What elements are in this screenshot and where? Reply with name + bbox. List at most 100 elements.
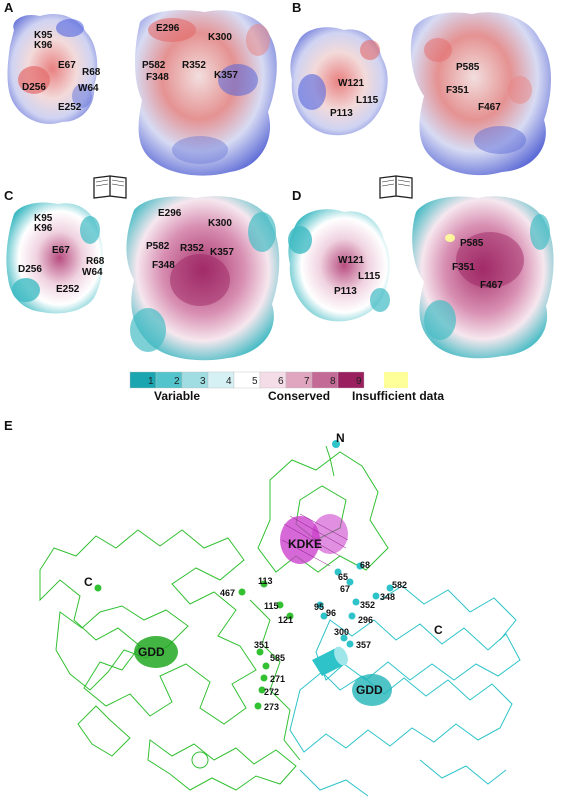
cyan-node-67 <box>346 578 354 586</box>
residue-label: P582 <box>146 241 170 252</box>
green-node-351 <box>256 648 264 656</box>
residue-label: P113 <box>330 108 353 119</box>
residue-label: W64 <box>82 267 103 278</box>
green-domain-backbone-n <box>257 445 389 573</box>
green-node-467 <box>238 588 246 596</box>
residue-label: K96 <box>34 40 53 51</box>
residue-label: R352 <box>182 60 206 71</box>
legend-swatch-9 <box>337 371 365 389</box>
panel-d-letter: D <box>292 188 301 203</box>
green-residue-nodes: 467 113 115 121 351 585 271 272 273 <box>220 576 294 712</box>
panel-a-left-surface <box>7 13 98 124</box>
panel-c-right-surface <box>126 196 280 361</box>
residue-label: E296 <box>158 208 182 219</box>
residue-label: D256 <box>22 82 46 93</box>
c-terminus-left-marker <box>94 584 102 592</box>
residue-label: K95 <box>34 213 53 224</box>
panel-b-letter: B <box>292 0 301 15</box>
node-label: 65 <box>338 572 348 582</box>
n-terminus-label: N <box>336 431 345 445</box>
c-terminus-left-label: C <box>84 575 93 589</box>
green-node-271 <box>260 674 268 682</box>
residue-label: F348 <box>146 72 169 83</box>
panel-a-letter: A <box>4 0 14 15</box>
green-node-273 <box>254 702 262 710</box>
node-label: 467 <box>220 588 235 598</box>
node-label: 348 <box>380 592 395 602</box>
cyan-node-68 <box>356 562 364 570</box>
residue-label: L115 <box>358 271 381 282</box>
c-terminus-right-label: C <box>434 623 443 637</box>
panel-c-right-residues: E296 K300 P582 R352 K357 F348 <box>146 208 234 271</box>
residue-label: E296 <box>156 23 180 34</box>
node-label: 67 <box>340 584 350 594</box>
legend-insufficient-label: Insufficient data <box>352 389 444 403</box>
book-icon <box>379 175 413 199</box>
legend-swatch-number: 4 <box>226 376 232 387</box>
green-chain-backbone <box>39 529 301 791</box>
legend-swatch-number: 8 <box>330 376 336 387</box>
node-label: 300 <box>334 627 349 637</box>
residue-label: E67 <box>58 60 76 71</box>
cyan-node-296 <box>348 612 356 620</box>
residue-label: W121 <box>338 78 365 89</box>
green-node-113 <box>260 580 268 588</box>
node-label: 296 <box>358 615 373 625</box>
cyan-node-348 <box>372 592 380 600</box>
residue-label: F348 <box>152 260 175 271</box>
legend-swatch-number: 6 <box>278 376 284 387</box>
panel-b-right-surface <box>410 12 551 176</box>
residue-label: E252 <box>56 284 80 295</box>
legend-insufficient-swatch <box>384 372 408 388</box>
book-icon <box>93 175 127 199</box>
legend-conserved-label: Conserved <box>268 389 330 403</box>
node-label: 273 <box>264 702 279 712</box>
legend-swatch-number: 5 <box>252 376 258 387</box>
kdke-label: KDKE <box>288 537 322 551</box>
cyan-node-352 <box>352 598 360 606</box>
panel-b-residues: W121 L115 P113 P585 F351 F467 <box>330 62 501 119</box>
residue-label: K357 <box>210 247 234 258</box>
cyan-residue-nodes: 68 65 67 582 348 352 95 96 296 300 357 <box>314 560 407 650</box>
node-label: 585 <box>270 653 285 663</box>
residue-label: F351 <box>446 85 469 96</box>
panel-c-letter: C <box>4 188 14 203</box>
residue-label: R352 <box>180 243 204 254</box>
residue-label: F467 <box>478 102 501 113</box>
green-node-585 <box>262 662 270 670</box>
node-label: 272 <box>264 687 279 697</box>
panel-b-left-surface <box>290 27 388 136</box>
residue-label: K300 <box>208 32 232 43</box>
kdke-mesh <box>280 513 349 567</box>
node-label: 271 <box>270 674 285 684</box>
cyan-node-96 <box>320 612 328 620</box>
residue-label: D256 <box>18 264 42 275</box>
residue-label: K357 <box>214 70 238 81</box>
residue-label: K95 <box>34 30 53 41</box>
node-label: 96 <box>326 608 336 618</box>
helix-cylinder <box>312 646 348 676</box>
residue-label: F467 <box>480 280 503 291</box>
node-label: 68 <box>360 560 370 570</box>
legend-swatch-number: 2 <box>174 376 180 387</box>
residue-label: P582 <box>142 60 166 71</box>
panel-a-right-surface <box>135 10 277 176</box>
cyan-node-582 <box>386 584 394 592</box>
residue-label: E67 <box>52 245 70 256</box>
node-label: 351 <box>254 640 269 650</box>
residue-label: K96 <box>34 223 53 234</box>
node-label: 121 <box>278 615 293 625</box>
legend-swatch-number: 7 <box>304 376 310 387</box>
panel-d-residues: W121 L115 P113 P585 F351 F467 <box>334 238 503 297</box>
cyan-node-65 <box>334 568 342 576</box>
cyan-node-357 <box>346 640 354 648</box>
panel-d-left-surface <box>288 209 390 322</box>
panel-c-left-surface <box>6 202 103 314</box>
cyan-node-95 <box>316 601 324 609</box>
residue-label: R68 <box>82 67 101 78</box>
gdd-left-label: GDD <box>138 645 165 659</box>
node-label: 357 <box>356 640 371 650</box>
panel-d-right-surface <box>412 196 554 359</box>
